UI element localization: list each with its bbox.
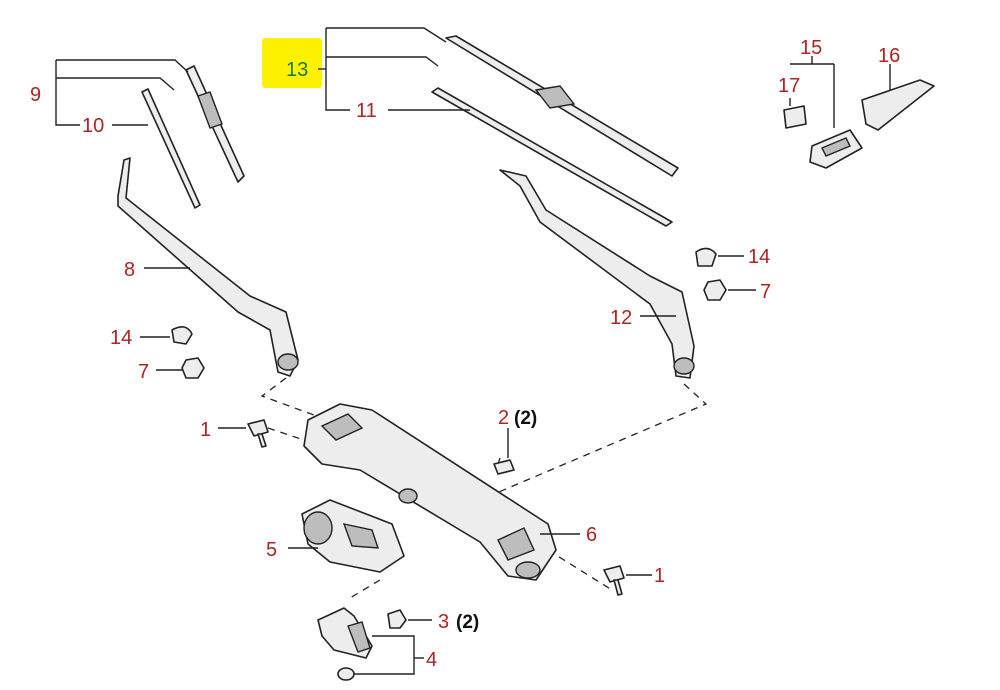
callout-5: 5: [266, 539, 277, 561]
callout-14-left: 14: [110, 327, 132, 349]
callout-15: 15: [800, 37, 822, 59]
callout-17: 17: [778, 75, 800, 97]
callout-9: 9: [30, 84, 41, 106]
callout-13-highlight: [262, 38, 322, 88]
left-blade-refill[interactable]: [141, 88, 201, 209]
right-arm-nut[interactable]: [703, 279, 727, 301]
callout-10: 10: [82, 115, 104, 137]
callout-6: 6: [586, 524, 597, 546]
callout-7-right: 7: [760, 281, 771, 303]
left-arm-nut[interactable]: [181, 357, 205, 379]
blade-clip-cover[interactable]: [861, 79, 935, 131]
right-mounting-bolt[interactable]: [603, 565, 625, 596]
right-arm-cap[interactable]: [695, 247, 717, 267]
right-wiper-blade[interactable]: [445, 35, 679, 177]
callout-14-right: 14: [748, 246, 770, 268]
wiper-linkage-frame[interactable]: [303, 403, 557, 581]
callout-2-quantity: (2): [514, 408, 537, 429]
callout-11: 11: [356, 100, 377, 122]
callout-16: 16: [878, 45, 900, 67]
callout-3-quantity: (2): [456, 612, 479, 633]
motor-bracket[interactable]: [317, 607, 373, 681]
left-wiper-arm[interactable]: [117, 157, 299, 377]
callout-3: 3: [438, 611, 449, 633]
right-wiper-arm[interactable]: [499, 169, 695, 379]
callout-1-left: 1: [200, 419, 211, 441]
right-blade-refill[interactable]: [431, 87, 673, 227]
callout-13: 13: [286, 59, 308, 81]
wiper-motor[interactable]: [301, 499, 405, 573]
left-mounting-bolt[interactable]: [247, 419, 269, 448]
blade-adapter[interactable]: [809, 129, 863, 169]
left-arm-cap[interactable]: [171, 326, 193, 345]
callout-1-right: 1: [654, 565, 665, 587]
adapter-pad[interactable]: [783, 105, 807, 129]
callout-4: 4: [426, 649, 437, 671]
callout-12: 12: [610, 307, 632, 329]
motor-nut[interactable]: [387, 609, 407, 629]
left-wiper-blade[interactable]: [185, 65, 245, 183]
callout-2: 2: [498, 407, 509, 429]
linkage-bolt[interactable]: [493, 459, 515, 475]
callout-8: 8: [124, 259, 135, 281]
callout-7-left: 7: [138, 361, 149, 383]
